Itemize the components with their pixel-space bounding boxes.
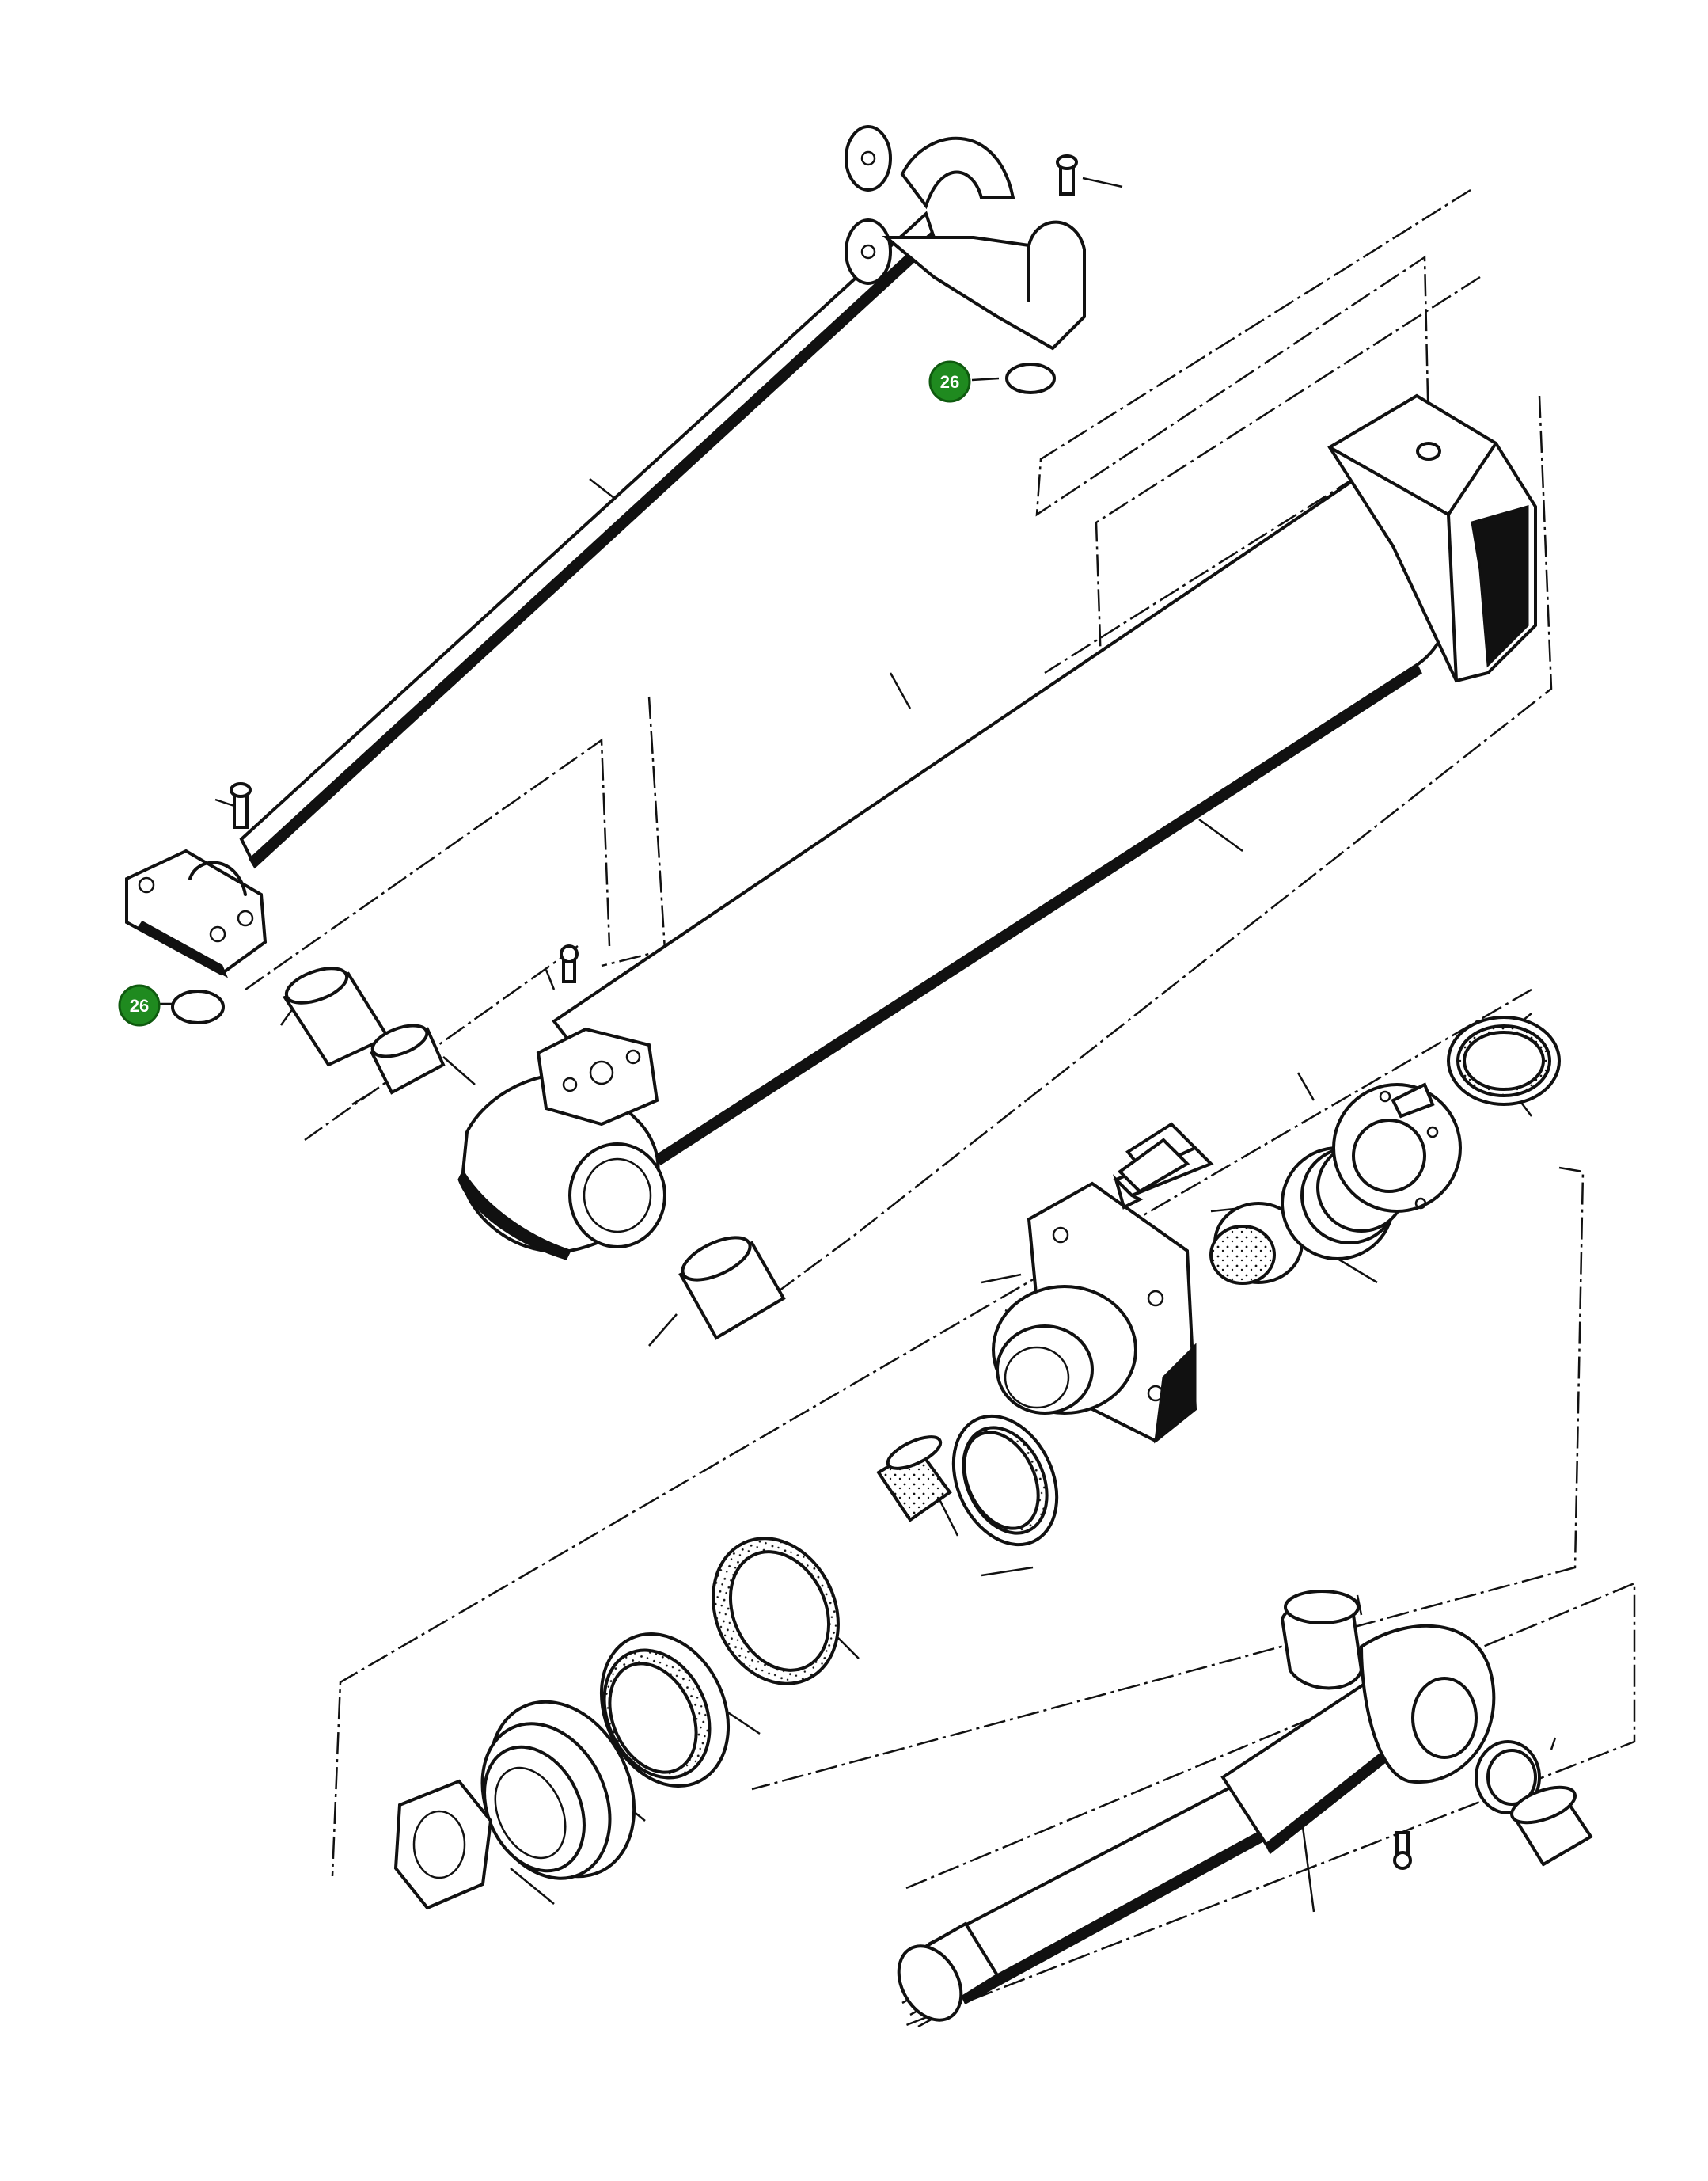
fasteners [560,944,1190,1194]
piston-rod-assembly [897,1590,1593,2028]
gland-head [992,1146,1214,1444]
pivot-bushings [282,967,786,1340]
callout-label: 26 [940,372,959,392]
callout-26-upper[interactable]: 26 [928,360,1056,403]
hydraulic-tube-assembly [239,125,1086,869]
callout-26-lower[interactable]: 26 [118,984,225,1027]
piston-assembly [393,1537,840,1910]
seal-kit-parts [876,1016,1561,1547]
cylinder-barrel [457,393,1537,1260]
callout-label: 26 [130,996,149,1016]
lower-tube-clamp [125,782,268,978]
